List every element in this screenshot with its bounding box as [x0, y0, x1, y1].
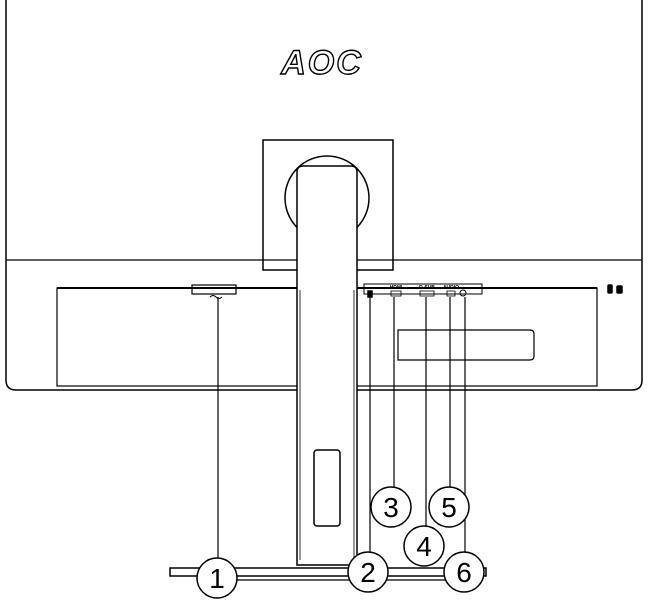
- callout-circle-4: [403, 525, 445, 567]
- hdmi-label: HDMI: [390, 285, 403, 291]
- label-plate: [397, 329, 535, 361]
- cable-slot: [313, 449, 341, 527]
- brand-logo: AOC: [280, 44, 363, 82]
- hdmi-port-icon: [390, 290, 402, 297]
- dsub-label: D-SUB: [419, 285, 435, 291]
- kensington-lock-icon: [607, 284, 613, 294]
- callout-circle-2: [347, 551, 389, 593]
- headphone-icon: [459, 289, 467, 297]
- power-port: [191, 284, 237, 295]
- dsub-port-icon: [419, 290, 435, 297]
- callout-circle-6: [443, 551, 485, 593]
- callout-number-4: 4: [416, 531, 432, 562]
- callout-number-3: 3: [383, 492, 399, 523]
- callout-circle-1: [196, 557, 238, 599]
- audio-in-icon: [446, 290, 456, 297]
- callout-number-1: 1: [209, 563, 225, 594]
- callout-circle-3: [370, 486, 412, 528]
- callout-number-2: 2: [360, 557, 376, 588]
- port-cluster: [363, 283, 483, 295]
- callout-circle-5: [428, 486, 470, 528]
- stand-neck: [296, 165, 358, 566]
- callout-number-5: 5: [441, 492, 457, 523]
- audio-label: AUDIO: [443, 285, 459, 291]
- dp-port-icon: [367, 290, 373, 298]
- power-symbol-icon: [209, 295, 223, 299]
- lock-icon: [616, 285, 623, 294]
- callout-number-6: 6: [456, 557, 472, 588]
